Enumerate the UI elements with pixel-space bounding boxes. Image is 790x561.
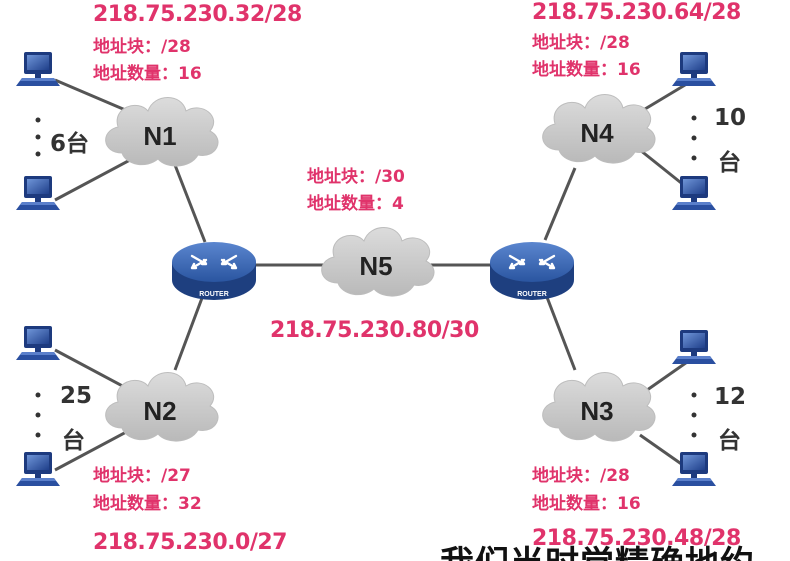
n4-count: 地址数量：16 xyxy=(532,60,641,80)
cloud-n4: N4 xyxy=(542,94,656,164)
n5-address: 218.75.230.80/30 xyxy=(270,318,479,343)
cloud-n2-label: N2 xyxy=(143,396,176,426)
cloud-n5-label: N5 xyxy=(359,251,392,281)
pc-icon xyxy=(16,326,60,360)
n2-host-count-number: 25 xyxy=(60,383,93,409)
n5-count: 地址数量：4 xyxy=(307,194,404,214)
cloud-n3: N3 xyxy=(542,372,656,442)
pc-icon xyxy=(16,452,60,486)
pc-icon xyxy=(16,176,60,210)
n1-count: 地址数量：16 xyxy=(93,64,202,84)
link-router-right-n3 xyxy=(543,291,577,371)
n2-address: 218.75.230.0/27 xyxy=(93,530,288,555)
n3-host-count-unit: 台 xyxy=(718,428,741,454)
cloud-n3-label: N3 xyxy=(580,396,613,426)
cloud-n5: N5 xyxy=(321,227,435,297)
n5-block: 地址块：/30 xyxy=(307,167,405,187)
n3-count: 地址数量：16 xyxy=(532,494,641,514)
link-router-right-n4 xyxy=(543,167,577,241)
n2-count: 地址数量：32 xyxy=(93,494,202,514)
pc-icon xyxy=(672,452,716,486)
n2-block: 地址块：/27 xyxy=(93,466,191,486)
link-pc3-n2 xyxy=(54,348,131,392)
cloud-n2: N2 xyxy=(105,372,219,442)
n1-block: 地址块：/28 xyxy=(93,37,191,57)
cloud-n1-label: N1 xyxy=(143,121,176,151)
link-router-left-n2 xyxy=(173,289,207,371)
pc-icon xyxy=(672,52,716,86)
n1-host-count: 6台 xyxy=(50,131,90,157)
n3-block: 地址块：/28 xyxy=(532,466,630,486)
n4-address: 218.75.230.64/28 xyxy=(532,0,741,25)
n2-host-count-unit: 台 xyxy=(62,428,85,454)
n4-host-count-unit: 台 xyxy=(718,150,741,176)
n4-block: 地址块：/28 xyxy=(532,33,630,53)
cloud-n1: N1 xyxy=(105,97,219,167)
video-subtitle-caption: 我们当时觉精确地约 xyxy=(440,536,755,561)
link-pc2-n1 xyxy=(54,158,131,202)
cloud-n4-label: N4 xyxy=(580,118,614,148)
ellipsis-dots xyxy=(35,115,697,438)
pc-icon xyxy=(16,52,60,86)
router-right-label: ROUTER xyxy=(517,291,547,298)
router-left-label: ROUTER xyxy=(199,291,229,298)
n1-address: 218.75.230.32/28 xyxy=(93,2,302,27)
pc-icon xyxy=(672,330,716,364)
link-n4-pc5 xyxy=(639,80,691,114)
router-right: ROUTER xyxy=(488,240,576,302)
link-n1-router-left xyxy=(173,164,207,243)
router-left: ROUTER xyxy=(170,240,258,302)
n3-host-count-number: 12 xyxy=(714,384,747,410)
link-pc1-n1 xyxy=(54,78,131,114)
n3-address: 218.75.230.48/28 xyxy=(532,526,741,546)
n4-host-count-number: 10 xyxy=(714,105,747,131)
link-pc4-n2 xyxy=(54,428,131,472)
